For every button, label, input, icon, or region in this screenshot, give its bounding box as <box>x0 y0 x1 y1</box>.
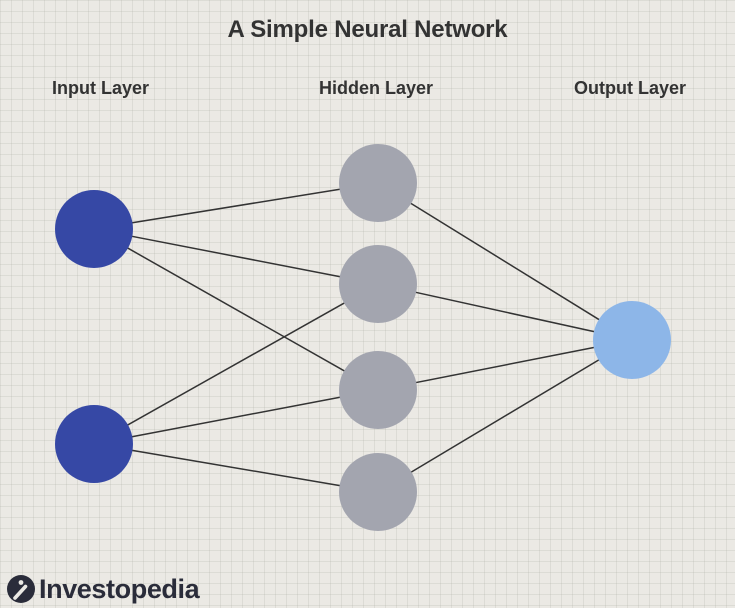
connection-arrow-hidden-2-to-output-0 <box>415 341 608 384</box>
connection-arrow-input-0-to-hidden-1 <box>131 235 354 283</box>
hidden-layer-label: Hidden Layer <box>319 78 434 98</box>
input-layer-label: Input Layer <box>52 78 150 98</box>
input-node-2 <box>55 405 133 483</box>
connection-arrow-hidden-3-to-output-0 <box>410 352 611 474</box>
connection-arrow-hidden-0-to-output-0 <box>409 202 611 327</box>
connection-arrow-hidden-1-to-output-0 <box>414 291 608 338</box>
output-layer-label: Output Layer <box>574 78 687 98</box>
connection-arrow-input-0-to-hidden-2 <box>126 247 357 378</box>
investopedia-logo-icon <box>7 575 35 603</box>
connection-arrow-input-1-to-hidden-1 <box>126 296 356 426</box>
diagram-title: A Simple Neural Network <box>227 16 508 43</box>
hidden-node-2 <box>339 245 417 323</box>
output-node-1 <box>593 301 671 379</box>
hidden-node-3 <box>339 351 417 429</box>
input-node-1 <box>55 190 133 268</box>
investopedia-logo: Investopedia <box>6 572 200 606</box>
connection-arrow-input-1-to-hidden-2 <box>131 391 354 438</box>
hidden-node-4 <box>339 453 417 531</box>
connection-arrow-input-0-to-hidden-0 <box>131 183 353 224</box>
connections-group <box>126 183 611 492</box>
hidden-node-1 <box>339 144 417 222</box>
connection-arrow-input-1-to-hidden-3 <box>131 449 354 492</box>
nodes-group <box>55 144 671 531</box>
brand-name: Investopedia <box>39 573 200 604</box>
